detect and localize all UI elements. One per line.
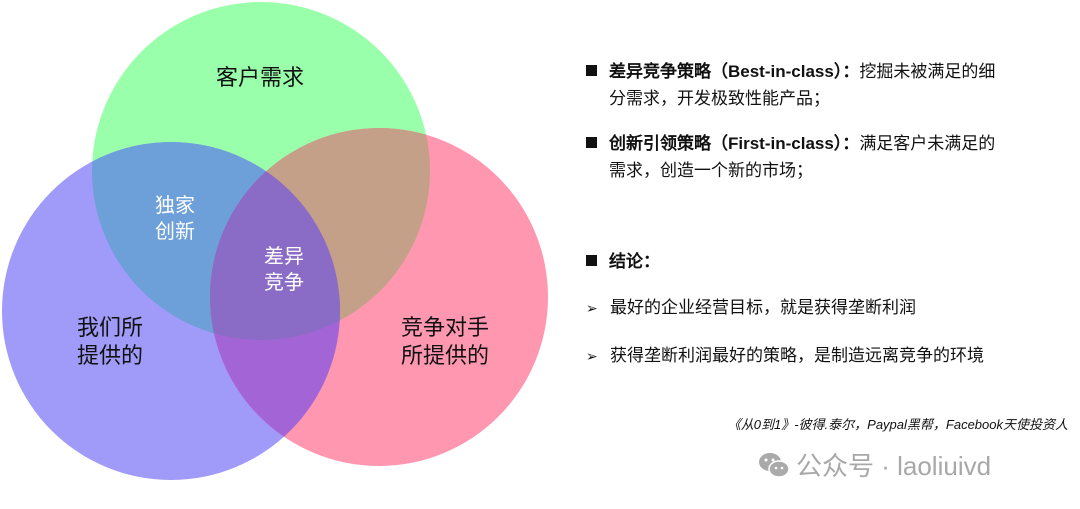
label-differentiated-competition: 差异竞争: [249, 244, 319, 296]
strategy-text: 挖掘未被满足的细: [859, 62, 996, 81]
strategy-text: 满足客户未满足的: [859, 134, 996, 153]
conclusion-text: 最好的企业经营目标，就是获得垄断利润: [610, 298, 916, 317]
label-customer-needs: 客户需求: [215, 65, 304, 90]
label-line: 创新: [155, 221, 195, 243]
overlap-top-left: [92, 142, 340, 340]
conclusion-point: ➢ 最好的企业经营目标，就是获得垄断利润: [586, 294, 1076, 322]
venn-diagram: [2, 2, 548, 480]
label-line: 所提供的: [400, 343, 489, 368]
wechat-icon: [759, 452, 790, 478]
label-our-offering: 我们所提供的: [50, 314, 170, 370]
strategy-text: 需求，创造一个新的市场；: [609, 161, 813, 180]
overlap-center: [210, 142, 340, 340]
label-line: 独家: [155, 195, 195, 217]
strategy-title: 创新引领策略（First-in-class）：: [609, 134, 860, 153]
label-exclusive-innovation: 独家创新: [140, 193, 210, 245]
watermark: 公众号 · laoliuivd: [758, 446, 991, 483]
label-line: 差异: [264, 246, 304, 268]
bullet-square-icon: [586, 65, 597, 76]
label-line: 我们所: [76, 315, 143, 340]
arrow-bullet-icon: ➢: [586, 300, 598, 316]
conclusion-heading: 结论：: [586, 248, 1076, 275]
label-line: 竞争: [264, 272, 304, 294]
conclusion-title: 结论：: [609, 252, 660, 271]
conclusion-text: 获得垄断利润最好的策略，是制造远离竞争的环境: [610, 346, 984, 365]
strategy-best-in-class: 差异竞争策略（Best-in-class）：挖掘未被满足的细 分需求，开发极致性…: [586, 58, 1076, 112]
bullet-square-icon: [586, 137, 597, 148]
source-quote: 《从0到1》-彼得.泰尔，Paypal黑帮，Facebook天使投资人: [727, 417, 1068, 432]
strategy-first-in-class: 创新引领策略（First-in-class）：满足客户未满足的 需求，创造一个新…: [586, 130, 1076, 184]
label-competitor-offering: 竞争对手所提供的: [380, 314, 510, 370]
strategy-text: 分需求，开发极致性能产品；: [609, 89, 830, 108]
arrow-bullet-icon: ➢: [586, 348, 598, 364]
watermark-text: 公众号 · laoliuivd: [796, 451, 992, 481]
label-line: 竞争对手: [400, 315, 489, 340]
strategy-title: 差异竞争策略（Best-in-class）：: [609, 62, 860, 81]
label-line: 提供的: [76, 343, 143, 368]
conclusion-point: ➢ 获得垄断利润最好的策略，是制造远离竞争的环境: [586, 342, 1076, 370]
bullet-square-icon: [586, 255, 597, 266]
